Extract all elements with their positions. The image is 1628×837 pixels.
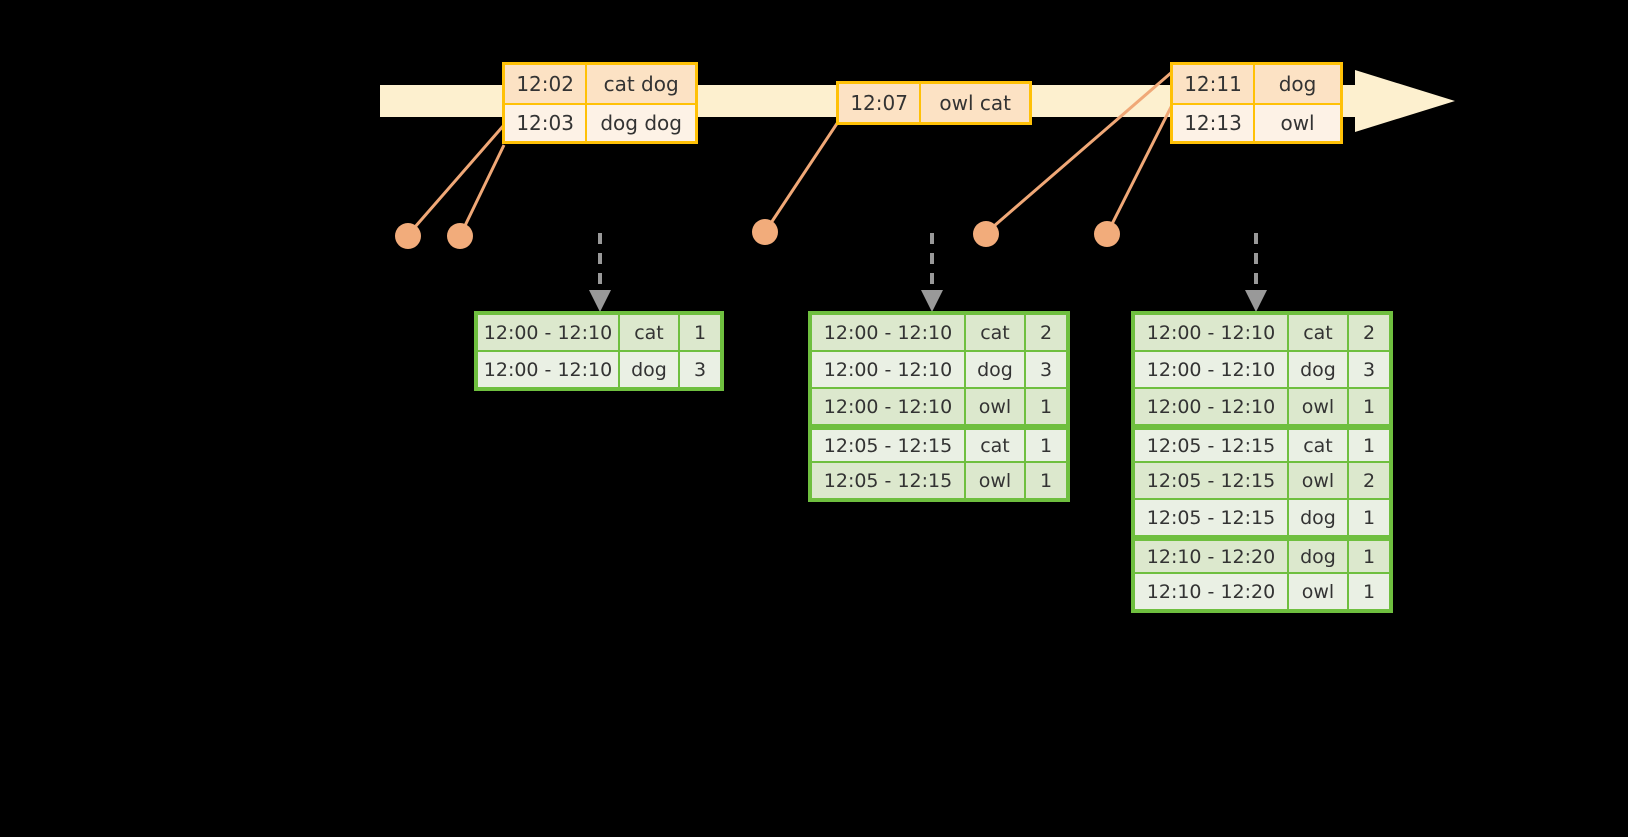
cell-word: dog	[966, 352, 1024, 387]
cell-window: 12:05 - 12:15	[812, 430, 964, 461]
cell-word: owl	[966, 463, 1024, 498]
cell-word: cat	[620, 315, 678, 350]
cell-window: 12:00 - 12:10	[1135, 315, 1287, 350]
event-words: dog dog	[587, 105, 695, 141]
connector-dot-1	[395, 223, 421, 249]
cell-word: dog	[1289, 541, 1347, 572]
cell-window: 12:00 - 12:10	[478, 315, 618, 350]
connector-dot-5	[1094, 221, 1120, 247]
cell-count: 1	[1349, 574, 1389, 609]
event-words: cat dog	[587, 65, 695, 103]
event-time: 12:11	[1173, 65, 1256, 103]
cell-count: 3	[680, 352, 720, 387]
event-words: dog	[1255, 65, 1340, 103]
cell-count: 2	[1349, 315, 1389, 350]
event-row[interactable]: 12:13 owl	[1173, 103, 1340, 141]
connector-lines	[406, 70, 1174, 237]
cell-word: cat	[1289, 315, 1347, 350]
cell-word: owl	[1289, 389, 1347, 424]
cell-count: 1	[680, 315, 720, 350]
cell-window: 12:05 - 12:15	[812, 463, 964, 498]
event-row[interactable]: 12:11 dog	[1173, 65, 1340, 103]
cell-word: dog	[1289, 500, 1347, 535]
event-row[interactable]: 12:02 cat dog	[505, 65, 695, 103]
cell-window: 12:05 - 12:15	[1135, 463, 1287, 498]
event-words: owl	[1255, 105, 1340, 141]
event-time: 12:07	[839, 84, 922, 122]
cell-window: 12:10 - 12:20	[1135, 574, 1287, 609]
cell-count: 1	[1026, 389, 1066, 424]
emit-arrows	[598, 233, 1258, 292]
connector-dot-3	[752, 219, 778, 245]
cell-count: 2	[1026, 315, 1066, 350]
cell-count: 2	[1349, 463, 1389, 498]
cell-count: 1	[1349, 541, 1389, 572]
cell-word: owl	[1289, 463, 1347, 498]
cell-window: 12:00 - 12:10	[1135, 352, 1287, 387]
cell-count: 1	[1026, 463, 1066, 498]
cell-window: 12:10 - 12:20	[1135, 541, 1287, 572]
cell-word: cat	[966, 315, 1024, 350]
event-group-1[interactable]: 12:02 cat dog 12:03 dog dog	[502, 62, 698, 144]
event-time: 12:13	[1173, 105, 1256, 141]
cell-count: 3	[1026, 352, 1066, 387]
cell-count: 3	[1349, 352, 1389, 387]
cell-word: dog	[620, 352, 678, 387]
event-group-3[interactable]: 12:11 dog 12:13 owl	[1170, 62, 1343, 144]
event-time: 12:02	[505, 65, 588, 103]
cell-count: 1	[1349, 430, 1389, 461]
connector-dot-4	[973, 221, 999, 247]
cell-window: 12:05 - 12:15	[1135, 500, 1287, 535]
event-words: owl cat	[921, 84, 1029, 122]
connector-dots	[395, 219, 1120, 249]
cell-window: 12:00 - 12:10	[812, 315, 964, 350]
cell-count: 1	[1026, 430, 1066, 461]
cell-window: 12:00 - 12:10	[812, 389, 964, 424]
cell-word: cat	[966, 430, 1024, 461]
event-time: 12:03	[505, 105, 588, 141]
cell-word: dog	[1289, 352, 1347, 387]
cell-window: 12:00 - 12:10	[812, 352, 964, 387]
event-row[interactable]: 12:07 owl cat	[839, 84, 1029, 122]
event-group-2[interactable]: 12:07 owl cat	[836, 81, 1032, 125]
connector-dot-2	[447, 223, 473, 249]
cell-word: owl	[1289, 574, 1347, 609]
emit-arrowheads	[589, 290, 1267, 312]
cell-window: 12:05 - 12:15	[1135, 430, 1287, 461]
cell-count: 1	[1349, 500, 1389, 535]
cell-word: cat	[1289, 430, 1347, 461]
event-row[interactable]: 12:03 dog dog	[505, 103, 695, 141]
cell-window: 12:00 - 12:10	[1135, 389, 1287, 424]
cell-window: 12:00 - 12:10	[478, 352, 618, 387]
cell-word: owl	[966, 389, 1024, 424]
cell-count: 1	[1349, 389, 1389, 424]
